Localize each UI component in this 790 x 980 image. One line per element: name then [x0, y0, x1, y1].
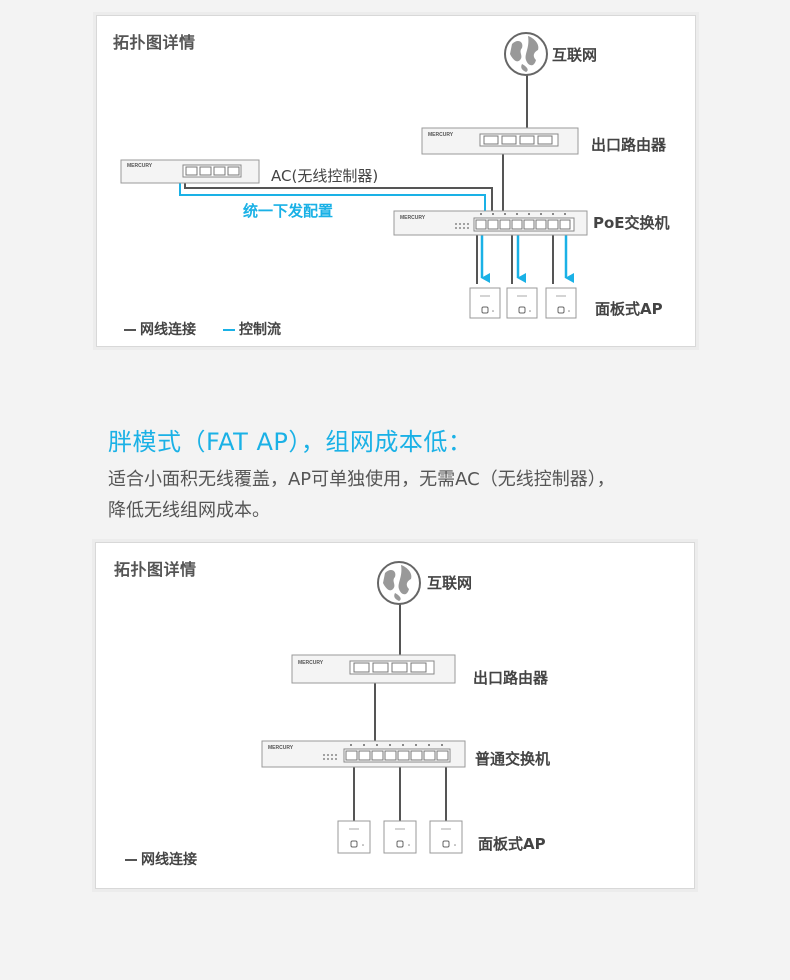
- ac-label: AC(无线控制器): [271, 167, 379, 185]
- panel-ap-icon: [469, 287, 501, 319]
- legend-wire: 网线连接: [125, 849, 197, 869]
- wires-switch-aps: [476, 235, 554, 284]
- svg-text:MERCURY: MERCURY: [127, 163, 153, 169]
- topology-diagram: MERCURY MERCURY MERCURY: [120, 32, 588, 319]
- panel-ap-icon: [383, 820, 417, 854]
- internet-label: 互联网: [552, 46, 598, 64]
- ap-label: 面板式AP: [595, 300, 663, 318]
- ap-label: 面板式AP: [478, 835, 546, 853]
- panel-ap-icon: [429, 820, 463, 854]
- legend-control-label: 控制流: [239, 322, 281, 338]
- router-icon: MERCURY: [421, 127, 579, 155]
- switch-icon: MERCURY: [261, 740, 466, 768]
- legend-wire-swatch: [124, 329, 136, 331]
- svg-text:MERCURY: MERCURY: [400, 215, 426, 221]
- control-flow-switch-aps: [480, 235, 574, 283]
- control-flow-ac-switch: [179, 183, 486, 211]
- section-description: 适合小面积无线覆盖，AP可单独使用，无需AC（无线控制器）， 降低无线组网成本。: [108, 464, 698, 526]
- switch-label: PoE交换机: [593, 214, 670, 232]
- legend-control: 控制流: [223, 319, 281, 339]
- legend-wire-swatch: [125, 859, 137, 861]
- panel-ap-icon: [506, 287, 538, 319]
- globe-icon: [504, 32, 548, 76]
- router-label: 出口路由器: [473, 669, 549, 687]
- panel-ap-icon: [337, 820, 371, 854]
- svg-text:MERCURY: MERCURY: [428, 132, 454, 138]
- topology-diagram: MERCURY MERCURY: [261, 561, 466, 854]
- router-label: 出口路由器: [591, 136, 667, 154]
- description-line-2: 降低无线组网成本。: [108, 500, 270, 521]
- switch-label: 普通交换机: [475, 750, 551, 768]
- wires-switch-aps: [353, 767, 447, 821]
- description-line-1: 适合小面积无线覆盖，AP可单独使用，无需AC（无线控制器），: [108, 469, 615, 490]
- panel-title: 拓扑图详情: [113, 33, 196, 52]
- svg-text:MERCURY: MERCURY: [268, 745, 294, 751]
- router-icon: MERCURY: [291, 654, 456, 684]
- legend-wire: 网线连接: [124, 319, 196, 339]
- poe-switch-icon: MERCURY: [393, 210, 588, 236]
- wire-ac-switch: [184, 183, 493, 211]
- ac-controller-icon: MERCURY: [120, 159, 260, 184]
- topology-panel-thin-ap: 拓扑图详情: [96, 15, 696, 347]
- svg-text:MERCURY: MERCURY: [298, 660, 324, 666]
- panel-title: 拓扑图详情: [114, 560, 197, 579]
- internet-label: 互联网: [427, 574, 473, 592]
- panel-ap-icon: [545, 287, 577, 319]
- section-heading: 胖模式（FAT AP），组网成本低：: [108, 428, 473, 456]
- legend-wire-label: 网线连接: [141, 852, 197, 868]
- legend-wire-label: 网线连接: [140, 322, 196, 338]
- topology-panel-fat-ap: 拓扑图详情 MERCURY: [95, 542, 695, 889]
- globe-icon: [377, 561, 421, 605]
- legend-control-swatch: [223, 329, 235, 331]
- config-label: 统一下发配置: [243, 202, 334, 220]
